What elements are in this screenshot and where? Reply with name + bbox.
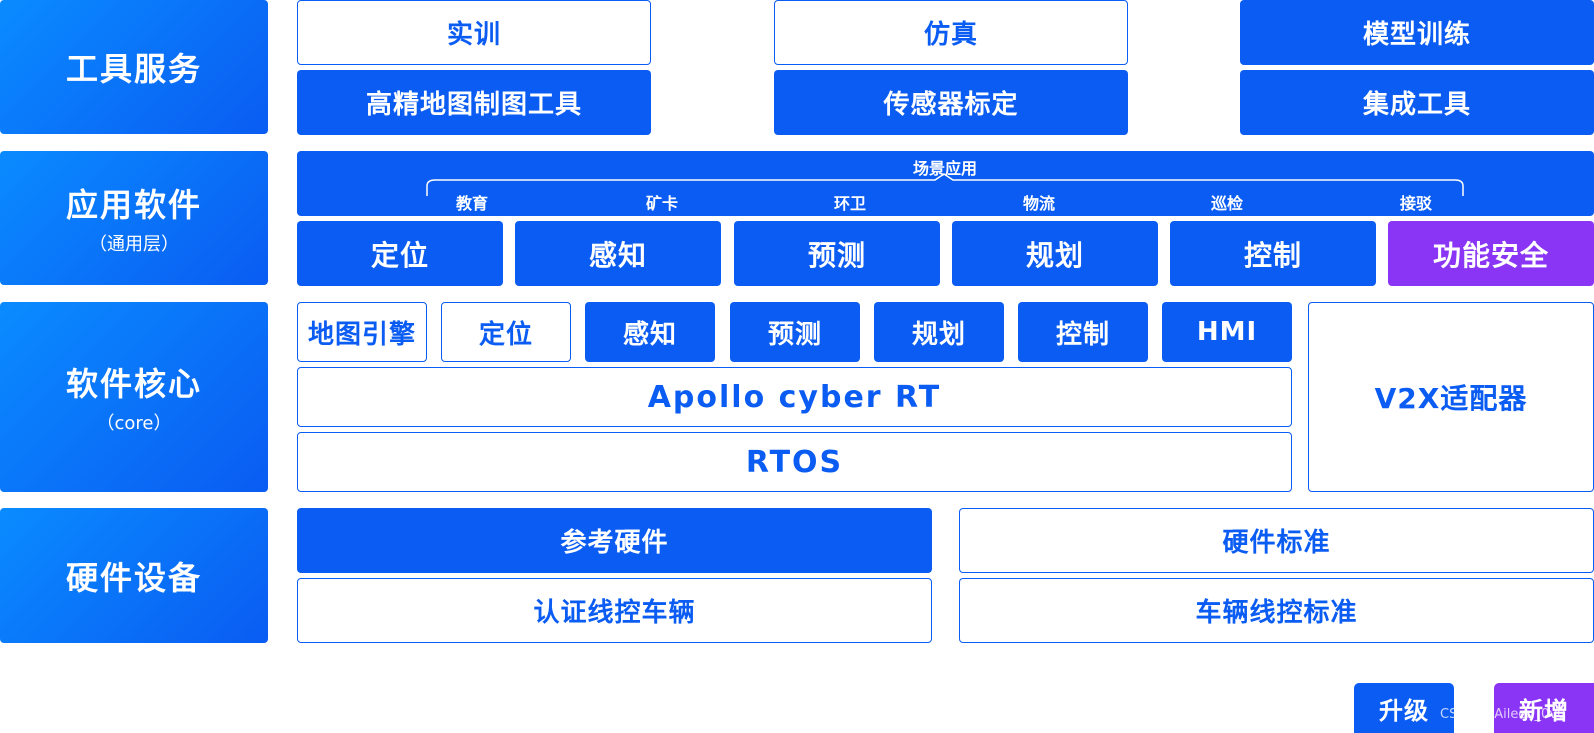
app-localization-box: 定位 xyxy=(297,221,503,286)
hw-standard-box: 硬件标准 xyxy=(959,508,1594,573)
tool-simulation-box: 仿真 xyxy=(774,0,1128,65)
app-planning-box: 规划 xyxy=(952,221,1158,286)
scenario-shuttle: 接驳 xyxy=(1399,194,1432,213)
app-control-box: 控制 xyxy=(1170,221,1376,286)
legend-upgrade: 升级 xyxy=(1354,683,1454,733)
scenario-inspection: 巡检 xyxy=(1210,194,1243,213)
hw-reference-box: 参考硬件 xyxy=(297,508,932,573)
tool-training-box: 实训 xyxy=(297,0,651,65)
layer-app-sublabel: （通用层） xyxy=(89,234,179,255)
scenario-brace xyxy=(426,173,1464,196)
scenario-education: 教育 xyxy=(455,194,488,213)
layer-hardware: 硬件设备 xyxy=(0,508,268,643)
layer-core: 软件核心 （core） xyxy=(0,302,268,492)
layer-hardware-label: 硬件设备 xyxy=(65,558,202,597)
scenario-logistics: 物流 xyxy=(1022,194,1055,213)
legend-new: 新增 xyxy=(1494,683,1594,733)
app-functional-safety-box: 功能安全 xyxy=(1388,221,1594,286)
tool-hd-map-box: 高精地图制图工具 xyxy=(297,70,651,135)
scenario-mining: 矿卡 xyxy=(645,194,678,213)
layer-core-label: 软件核心 xyxy=(65,365,202,403)
core-v2x-adapter-box: V2X适配器 xyxy=(1308,302,1594,492)
layer-core-sublabel: （core） xyxy=(96,413,172,434)
core-localization-box: 定位 xyxy=(441,302,571,362)
core-hmi-box: HMI xyxy=(1162,302,1292,362)
layer-tools-label: 工具服务 xyxy=(65,50,202,88)
scenario-sanitation: 环卫 xyxy=(833,194,866,213)
tool-model-training-box: 模型训练 xyxy=(1240,0,1594,65)
hw-vehicle-standard-box: 车辆线控标准 xyxy=(959,578,1594,643)
layer-tools: 工具服务 xyxy=(0,0,268,134)
layer-app-label: 应用软件 xyxy=(65,186,202,224)
tool-sensor-calibration-box: 传感器标定 xyxy=(774,70,1128,135)
app-prediction-box: 预测 xyxy=(734,221,940,286)
core-rtos-box: RTOS xyxy=(297,432,1292,492)
app-perception-box: 感知 xyxy=(515,221,721,286)
scenario-title: 场景应用 xyxy=(912,159,977,178)
core-prediction-box: 预测 xyxy=(730,302,860,362)
core-perception-box: 感知 xyxy=(585,302,715,362)
watermark: CSDN @Aileen_0v0 xyxy=(1440,707,1566,722)
core-planning-box: 规划 xyxy=(874,302,1004,362)
layer-app: 应用软件 （通用层） xyxy=(0,151,268,285)
tool-integration-box: 集成工具 xyxy=(1240,70,1594,135)
hw-certified-vehicle-box: 认证线控车辆 xyxy=(297,578,932,643)
core-map-engine-box: 地图引擎 xyxy=(297,302,427,362)
scenario-bar xyxy=(297,151,1594,216)
core-control-box: 控制 xyxy=(1018,302,1148,362)
core-cyber-rt-box: Apollo cyber RT xyxy=(297,367,1292,427)
